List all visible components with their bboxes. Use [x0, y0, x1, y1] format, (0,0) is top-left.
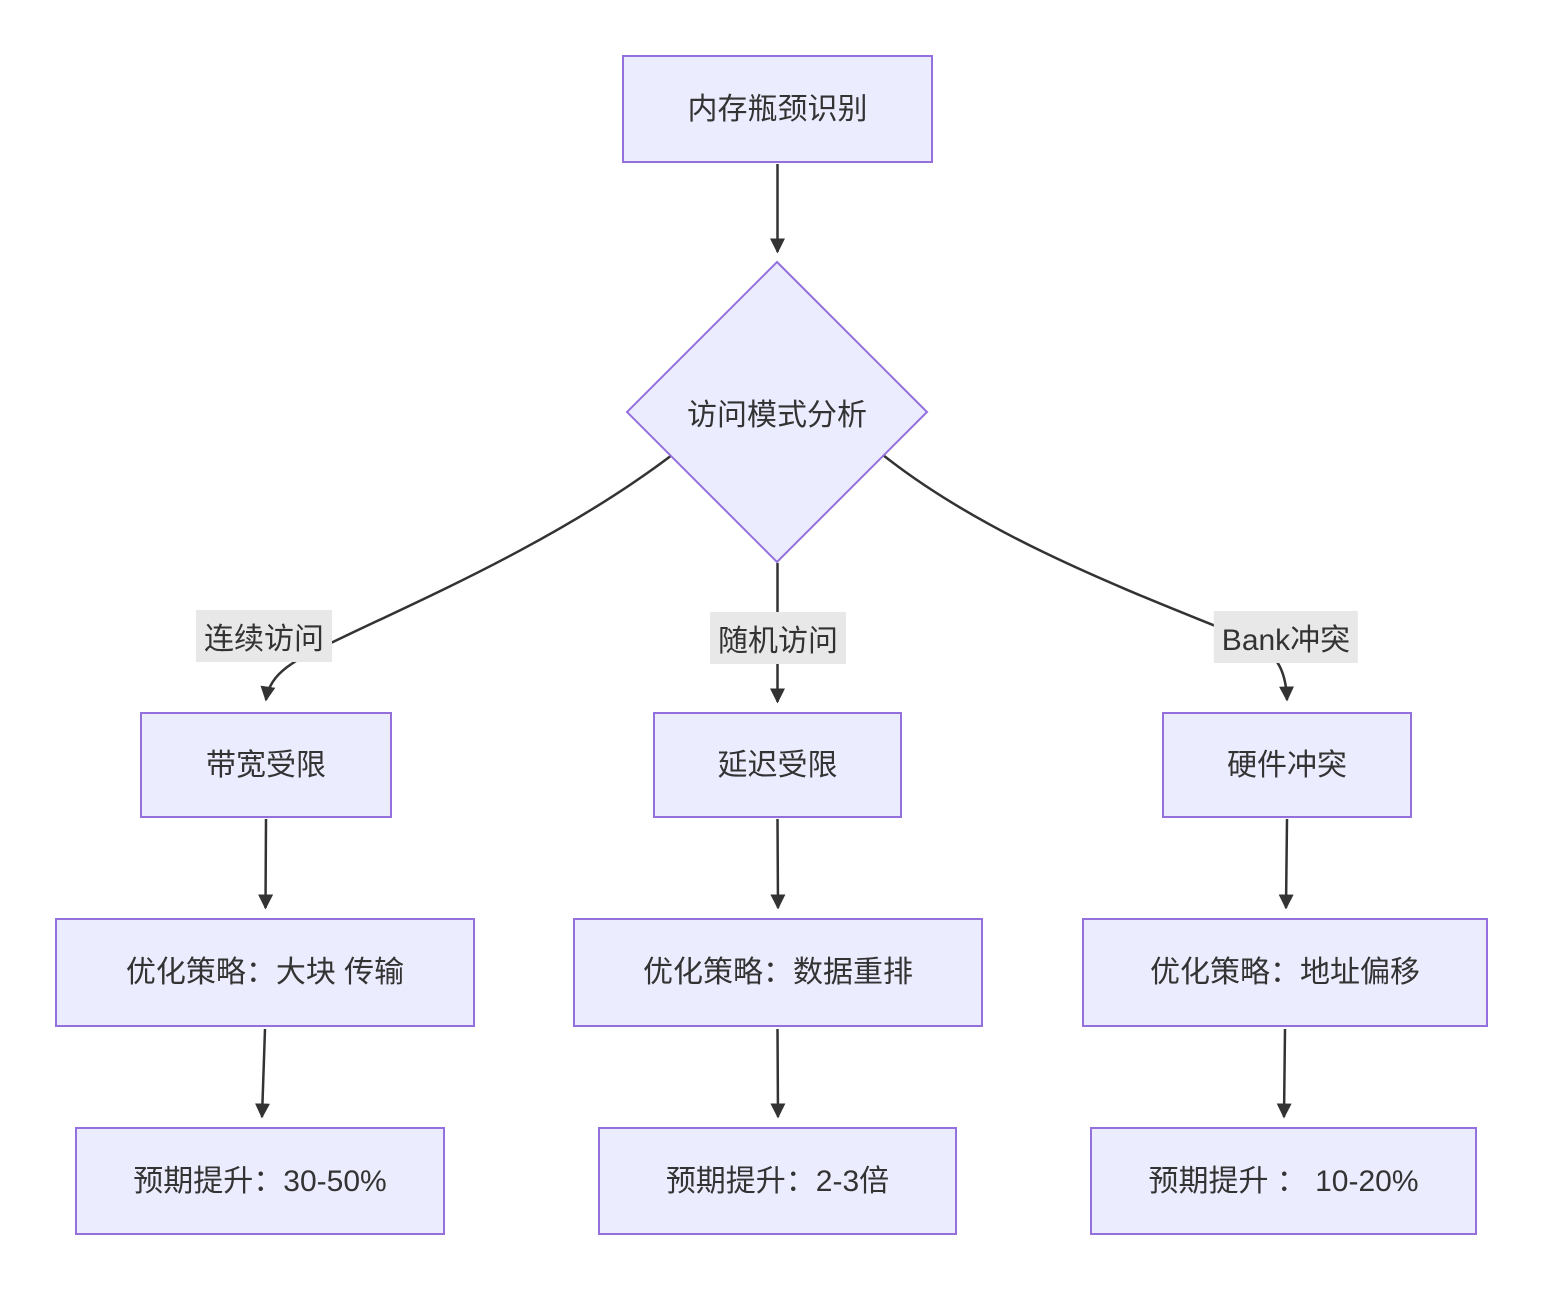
edge-label-bank-conflict: Bank冲突	[1213, 611, 1359, 663]
node-latency-limited: 延迟受限	[653, 712, 902, 818]
edge-latency-to-strategy2	[770, 818, 786, 910]
node-hardware-conflict-label: 硬件冲突	[1227, 748, 1347, 782]
edge-label-sequential-access: 连续访问	[196, 610, 332, 662]
edge-label-random-access: 随机访问	[710, 612, 846, 664]
decision-diamond-shape	[625, 260, 929, 564]
node-strategy-data-reorder-label: 优化策略：数据重排	[643, 956, 913, 989]
node-access-pattern-label: 访问模式分析	[687, 399, 867, 432]
edge-strategy3-to-improvement3	[1276, 1028, 1292, 1119]
node-improvement-2-3x-label: 预期提升：2-3倍	[665, 1164, 890, 1198]
node-strategy-block-transfer: 优化策略：大块 传输	[55, 918, 475, 1027]
node-strategy-address-offset-label: 优化策略：地址偏移	[1150, 956, 1420, 989]
node-improvement-10-20-label: 预期提升 ： 10-20%	[1148, 1164, 1419, 1198]
edge-strategy2-to-improvement2	[770, 1028, 786, 1119]
edge-strategy1-to-improvement1	[254, 1028, 270, 1119]
node-memory-bottleneck-label: 内存瓶颈识别	[687, 92, 868, 126]
node-latency-limited-label: 延迟受限	[717, 748, 838, 782]
node-bandwidth-limited: 带宽受限	[140, 712, 392, 818]
node-hardware-conflict: 硬件冲突	[1162, 712, 1412, 818]
edge-hardware-to-strategy3	[1278, 818, 1294, 910]
node-memory-bottleneck: 内存瓶颈识别	[622, 55, 933, 163]
node-improvement-2-3x: 预期提升：2-3倍	[598, 1127, 957, 1235]
node-strategy-block-transfer-label: 优化策略：大块 传输	[125, 956, 405, 989]
edge-bandwidth-to-strategy1	[258, 818, 274, 910]
node-strategy-data-reorder: 优化策略：数据重排	[573, 918, 983, 1027]
node-improvement-10-20: 预期提升 ： 10-20%	[1090, 1127, 1477, 1235]
node-strategy-address-offset: 优化策略：地址偏移	[1082, 918, 1488, 1027]
node-improvement-30-50: 预期提升：30-50%	[75, 1127, 445, 1235]
edge-decision-to-hardware	[882, 454, 1295, 702]
node-bandwidth-limited-label: 带宽受限	[206, 748, 326, 782]
node-improvement-30-50-label: 预期提升：30-50%	[133, 1164, 387, 1198]
edge-decision-to-bandwidth	[260, 454, 673, 702]
